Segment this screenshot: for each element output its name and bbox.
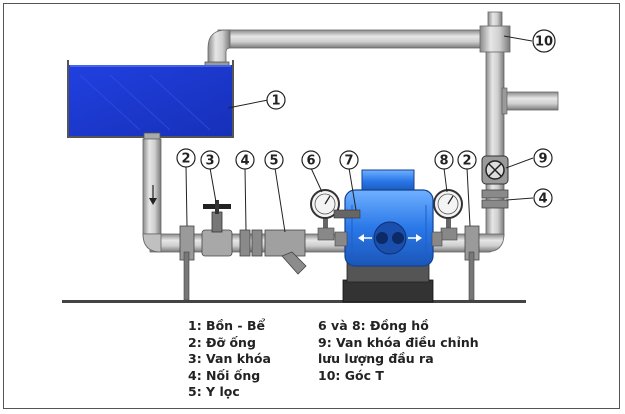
legend-item: 3: Van khóa — [188, 351, 271, 366]
callout-1: 1 — [266, 90, 286, 110]
svg-text:2: 2 — [462, 154, 471, 169]
callout-3: 3 — [200, 150, 220, 170]
y-strainer — [264, 229, 307, 275]
outlet-control-valve — [481, 155, 509, 185]
tank — [67, 60, 234, 140]
pressure-gauge-inlet — [310, 189, 340, 241]
callout-8: 8 — [434, 150, 454, 170]
legend-item: 6 và 8: Đồng hồ — [318, 318, 429, 333]
callout-10: 10 — [532, 29, 556, 53]
legend-item: 5: Y lọc — [188, 384, 240, 399]
svg-text:4: 4 — [240, 154, 249, 169]
coupling-left — [239, 229, 263, 257]
coupling-riser — [481, 189, 509, 209]
legend-item: 10: Góc T — [318, 367, 384, 383]
legend-item: 2: Đỡ ống — [188, 334, 256, 350]
legend-item: 1: Bồn - Bể — [188, 318, 265, 333]
svg-text:10: 10 — [535, 35, 553, 50]
leader-lines — [185, 35, 534, 233]
svg-text:2: 2 — [181, 152, 190, 167]
svg-text:1: 1 — [271, 94, 280, 109]
legend-item: 4: Nối ống — [188, 367, 261, 383]
callout-2-right: 2 — [457, 150, 477, 170]
callout-2-left: 2 — [176, 148, 196, 168]
pressure-gauge-outlet — [433, 189, 463, 241]
return-pipe — [204, 29, 495, 71]
callout-6: 6 — [301, 150, 321, 170]
legend-item: 9: Van khóa điều chỉnh — [318, 334, 479, 350]
svg-text:4: 4 — [538, 192, 547, 207]
legend-right: 6 và 8: Đồng hồ 9: Van khóa điều chỉnh l… — [318, 318, 479, 384]
legend-item: lưu lượng đầu ra — [318, 351, 434, 366]
svg-text:3: 3 — [205, 154, 214, 169]
svg-text:8: 8 — [439, 154, 448, 169]
pipe-support-left — [179, 225, 195, 301]
svg-text:9: 9 — [538, 152, 547, 167]
callout-5: 5 — [264, 150, 284, 170]
callout-9: 9 — [533, 148, 553, 168]
pump — [333, 169, 443, 303]
svg-text:7: 7 — [344, 154, 353, 169]
legend-left: 1: Bồn - Bể 2: Đỡ ống 3: Van khóa 4: Nối… — [188, 318, 271, 401]
callout-7: 7 — [339, 150, 359, 170]
callout-4-right: 4 — [533, 188, 553, 208]
svg-text:5: 5 — [269, 154, 278, 169]
pipe-support-right — [464, 225, 480, 301]
svg-text:6: 6 — [306, 154, 315, 169]
gate-valve — [201, 200, 233, 257]
ground-line — [62, 300, 526, 303]
callout-4-left: 4 — [235, 150, 255, 170]
